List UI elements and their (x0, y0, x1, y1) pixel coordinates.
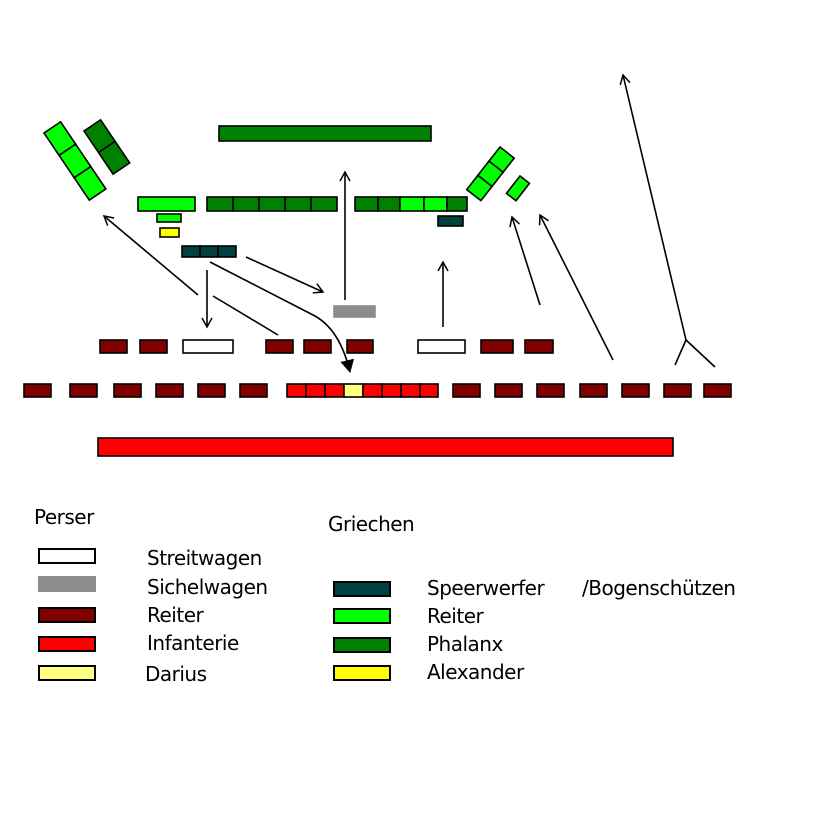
infanterie-unit (400, 383, 421, 398)
movement-arrow (102, 215, 199, 296)
movement-arrow (209, 261, 355, 373)
legend-label-greek-reiter: Reiter (427, 604, 484, 628)
legend-swatch-persian-reiter (38, 607, 96, 623)
persian-cavalry-unit (663, 383, 692, 398)
phalanx-unit (310, 196, 338, 212)
infanterie-unit (381, 383, 402, 398)
legend-label-darius: Darius (145, 662, 207, 686)
legend-label-speerwerfer: Speerwerfer (427, 576, 545, 600)
movement-arrow (509, 215, 541, 306)
persian-cavalry-unit (155, 383, 184, 398)
streitwagen-unit (182, 339, 234, 354)
greek-cavalry-unit (505, 174, 531, 202)
persian-cavalry-unit (346, 339, 374, 354)
legend-swatch-speerwerfer (333, 581, 391, 597)
phalanx-unit (354, 196, 379, 212)
phalanx-unit (446, 196, 468, 212)
legend-swatch-alexander (333, 665, 391, 681)
legend-swatch-darius (38, 665, 96, 681)
phalanx-unit (377, 196, 401, 212)
sichelwagen-unit (333, 305, 376, 318)
legend-title-persians: Perser (34, 505, 94, 529)
infanterie-unit (419, 383, 439, 398)
persian-cavalry-unit (113, 383, 142, 398)
persian-cavalry-unit (23, 383, 52, 398)
legend-title-greeks: Griechen (328, 512, 415, 536)
persian-cavalry-unit (480, 339, 514, 354)
infanterie-unit (324, 383, 345, 398)
legend-swatch-streitwagen (38, 548, 96, 564)
speerwerfer-unit (181, 245, 201, 258)
movement-line (674, 339, 716, 368)
persian-cavalry-unit (703, 383, 732, 398)
movement-arrow (245, 256, 325, 294)
speerwerfer-unit (217, 245, 237, 258)
phalanx-unit (284, 196, 312, 212)
legend-label-sichelwagen: Sichelwagen (147, 575, 268, 599)
persian-cavalry-unit (197, 383, 226, 398)
movement-arrow (538, 213, 614, 361)
legend-swatch-infanterie (38, 636, 96, 652)
persian-cavalry-unit (239, 383, 268, 398)
legend-swatch-phalanx (333, 637, 391, 653)
legend-swatch-sichelwagen (38, 576, 96, 592)
infanterie-unit (286, 383, 307, 398)
movement-arrow (619, 73, 687, 341)
infanterie-unit (305, 383, 326, 398)
legend-label-phalanx: Phalanx (427, 632, 503, 656)
legend-label-streitwagen: Streitwagen (147, 546, 262, 570)
persian-cavalry-unit (139, 339, 168, 354)
phalanx-unit (232, 196, 260, 212)
persian-cavalry-unit (579, 383, 608, 398)
speerwerfer-unit (437, 215, 464, 227)
legend-swatch-greek-reiter (333, 608, 391, 624)
greek-cavalry-unit (137, 196, 196, 212)
persian-cavalry-unit (452, 383, 481, 398)
legend-label-bogenschuetzen: /Bogenschützen (582, 576, 736, 600)
infanterie-unit (97, 437, 674, 457)
legend-label-alexander: Alexander (427, 660, 524, 684)
infanterie-unit (362, 383, 383, 398)
greek-cavalry-unit (465, 174, 494, 202)
speerwerfer-unit (199, 245, 219, 258)
phalanx-unit (399, 196, 425, 212)
movement-line (212, 295, 279, 336)
alexander-unit (159, 227, 180, 238)
persian-cavalry-unit (265, 339, 294, 354)
legend-label-infanterie: Infanterie (147, 631, 239, 655)
streitwagen-unit (417, 339, 466, 354)
legend-label-persian-reiter: Reiter (147, 603, 204, 627)
phalanx-unit (423, 196, 448, 212)
phalanx-unit (218, 125, 432, 142)
persian-cavalry-unit (536, 383, 565, 398)
persian-cavalry-unit (524, 339, 554, 354)
phalanx-unit (97, 140, 131, 176)
persian-cavalry-unit (494, 383, 523, 398)
infanterie-unit (343, 383, 364, 398)
persian-cavalry-unit (99, 339, 128, 354)
greek-cavalry-unit (73, 165, 107, 202)
persian-cavalry-unit (69, 383, 98, 398)
greek-cavalry-unit (156, 213, 182, 223)
phalanx-unit (258, 196, 286, 212)
persian-cavalry-unit (303, 339, 332, 354)
phalanx-unit (206, 196, 234, 212)
persian-cavalry-unit (621, 383, 650, 398)
